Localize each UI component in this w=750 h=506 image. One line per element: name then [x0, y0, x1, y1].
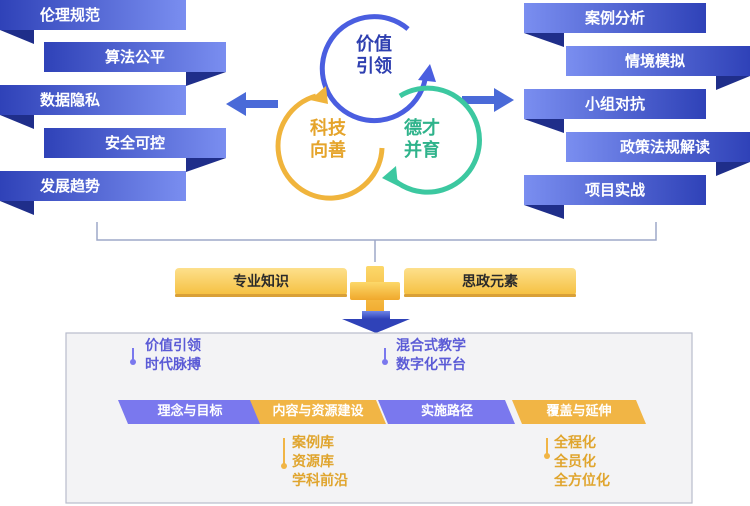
- stage4-note: 全员化: [554, 454, 596, 470]
- stage1-note: 价值引领: [145, 338, 201, 354]
- stage-shape-2: [250, 400, 386, 424]
- right-arrow: [462, 88, 514, 112]
- right-banner-3: [524, 89, 706, 133]
- stage1-notes: 价值引领 时代脉搏: [145, 337, 201, 375]
- circle-top-text: 价值 引领: [334, 34, 414, 78]
- bar-left: [175, 268, 347, 297]
- stage-shape-4: [512, 400, 646, 424]
- left-banner-1: [0, 0, 186, 44]
- bar-right-label: 思政元素: [462, 274, 518, 290]
- stage-label-1: 理念与目标: [157, 404, 223, 419]
- circle-top-line1: 价值: [356, 34, 392, 55]
- stage-shape-1: [118, 400, 262, 424]
- stage4-notes: 全程化 全员化 全方位化: [554, 434, 610, 491]
- right-banner-1: [524, 3, 706, 47]
- stage-label-3: 实施路径: [420, 404, 473, 419]
- circle-left-line1: 科技: [310, 118, 346, 139]
- bar-left-label: 专业知识: [233, 274, 289, 290]
- stage4-note: 全程化: [554, 435, 596, 451]
- left-item-label: 算法公平: [104, 48, 165, 66]
- stage4-note: 全方位化: [554, 473, 610, 489]
- circle-left-line2: 向善: [310, 140, 346, 161]
- left-banner-3: [0, 85, 186, 129]
- circle-top-line2: 引领: [356, 56, 392, 77]
- left-item-label: 数据隐私: [40, 91, 101, 109]
- stage2-note: 资源库: [292, 454, 334, 470]
- circle-right-text: 德才 并育: [382, 118, 462, 162]
- stage-label-4: 覆盖与延伸: [546, 404, 612, 419]
- stage1-note: 时代脉搏: [145, 357, 201, 373]
- circle-right-line2: 并育: [404, 140, 440, 161]
- bar-right: [404, 268, 576, 297]
- right-banner-4: [566, 132, 750, 176]
- stage3-note: 混合式教学: [396, 338, 466, 354]
- right-banner-2: [566, 46, 750, 90]
- bracket-line: [96, 222, 657, 262]
- stage3-note: 数字化平台: [396, 357, 466, 373]
- stage2-note: 案例库: [292, 435, 334, 451]
- marker-3: [382, 348, 388, 365]
- left-banners: [0, 0, 226, 215]
- marker-4: [544, 438, 550, 459]
- circle-right: [382, 85, 482, 195]
- right-banner-5: [524, 175, 706, 219]
- right-banners: [524, 3, 750, 219]
- circle-left-text: 科技 向善: [288, 118, 368, 162]
- left-arrow: [226, 92, 278, 116]
- plus-sign: [350, 266, 400, 316]
- right-item-label: 项目实战: [584, 181, 645, 199]
- left-item-label: 发展趋势: [40, 177, 101, 195]
- right-item-label: 案例分析: [584, 9, 645, 27]
- stage-shape-3: [378, 400, 515, 424]
- left-banner-4: [44, 128, 226, 172]
- left-banner-2: [44, 42, 226, 86]
- circle-left: [275, 86, 385, 201]
- right-item-label: 小组对抗: [584, 95, 645, 113]
- down-arrow: [342, 311, 410, 333]
- marker-1: [130, 348, 136, 365]
- marker-2: [281, 438, 287, 469]
- left-item-label: 伦理规范: [40, 6, 101, 24]
- right-item-label: 情境模拟: [624, 52, 685, 70]
- right-item-label: 政策法规解读: [619, 138, 710, 156]
- stage2-note: 学科前沿: [292, 473, 348, 489]
- stage2-notes: 案例库 资源库 学科前沿: [292, 434, 348, 491]
- circle-right-line1: 德才: [404, 118, 440, 139]
- left-item-label: 安全可控: [104, 134, 165, 152]
- stage-label-2: 内容与资源建设: [272, 404, 364, 419]
- left-banner-5: [0, 171, 186, 215]
- stage3-notes: 混合式教学 数字化平台: [396, 337, 466, 375]
